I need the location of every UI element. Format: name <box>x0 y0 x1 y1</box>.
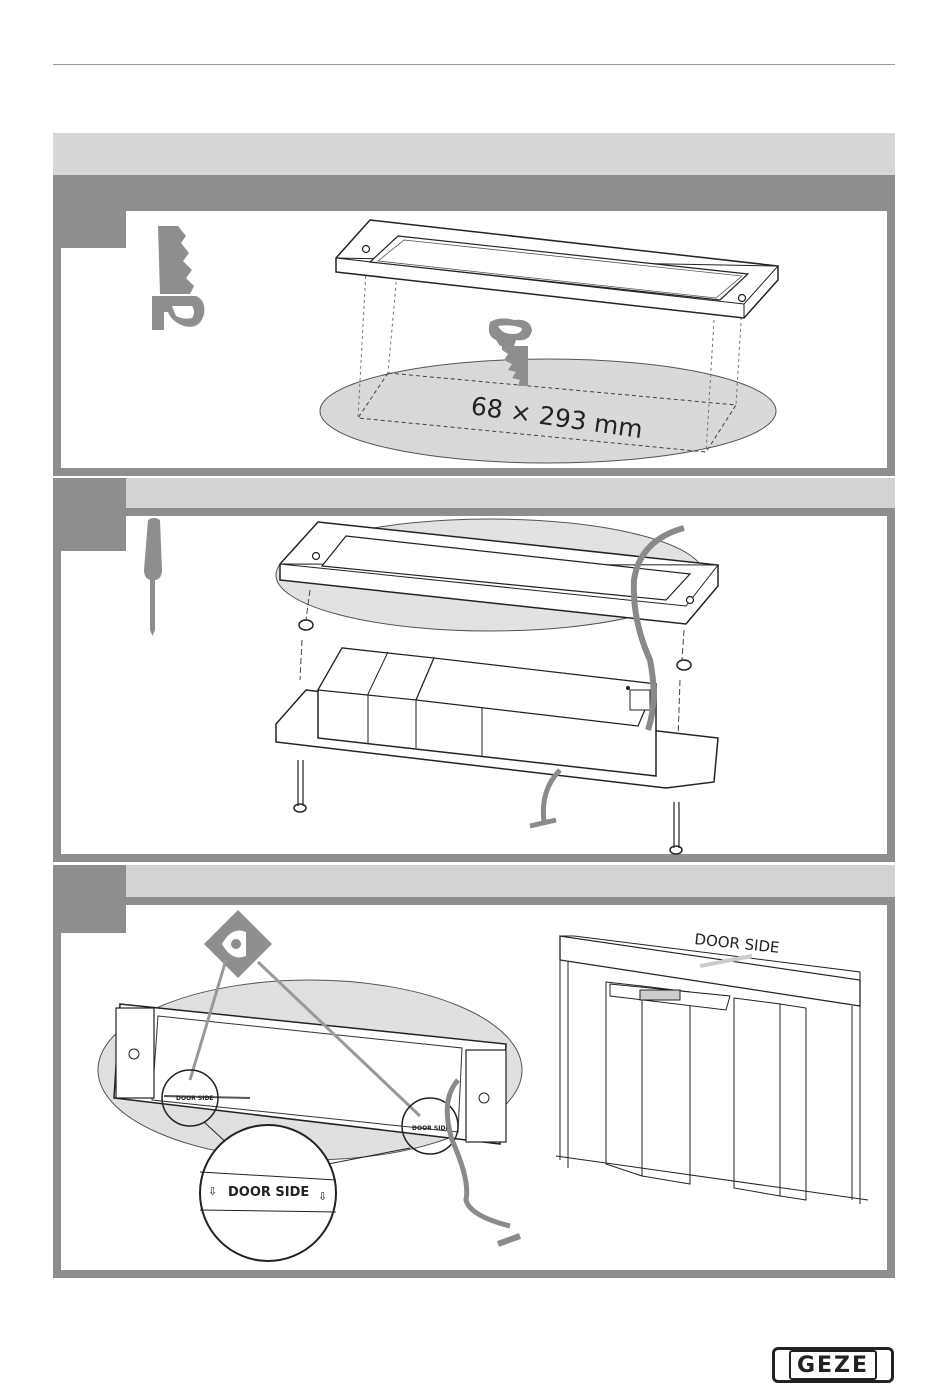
eye-icon <box>204 910 272 978</box>
door-side-zoom-label: DOOR SIDE <box>228 1185 309 1200</box>
door-elevation <box>556 936 868 1204</box>
geze-logo: GEZE <box>772 1347 894 1383</box>
door-side-small-label: DOOR SIDE <box>412 1125 450 1132</box>
arrow-down-icon: ⇩ <box>318 1190 327 1203</box>
door-side-small-label: DOOR SIDE <box>176 1095 214 1102</box>
arrow-down-icon: ⇩ <box>208 1185 217 1198</box>
geze-logo-text: GEZE <box>789 1350 877 1380</box>
